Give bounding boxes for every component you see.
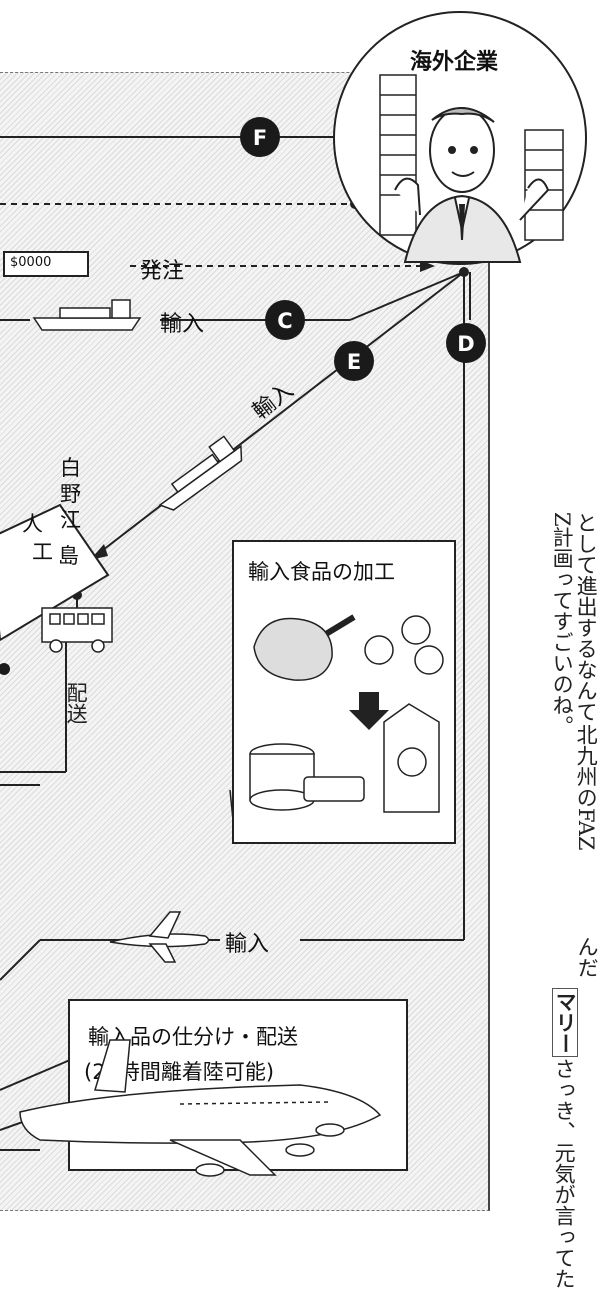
order-label: 発注 — [140, 259, 185, 284]
badge-c: C — [277, 309, 292, 333]
island-name-line3: 江 — [60, 508, 81, 532]
island-name-line5: 工 — [32, 540, 53, 564]
side-text-col4: んだ — [575, 936, 600, 978]
truck-icon — [41, 607, 113, 653]
delivery-label: 配送 — [64, 682, 89, 724]
cargo-ship-icon-2 — [158, 435, 243, 511]
meat-icon — [253, 614, 356, 681]
food-processing-box: 輸入食品の加工 — [232, 540, 456, 844]
artificial-island — [0, 503, 110, 642]
juice-carton-icon — [383, 703, 440, 813]
side-text-col1: Z計画ってすごいのね。 — [550, 512, 575, 737]
island-name-line2: 野 — [60, 482, 81, 506]
food-illustration — [249, 614, 444, 813]
badge-d: D — [457, 332, 474, 356]
jumbo-jet-icon — [19, 1039, 382, 1177]
badge-e: E — [347, 350, 361, 374]
island-name-line6: 島 — [58, 544, 79, 568]
import-label-c: 輸入 — [160, 312, 205, 337]
businessman-icon — [394, 107, 550, 263]
airplane-icon-small — [109, 911, 210, 963]
invoice-icon — [3, 251, 89, 277]
invoice-label: $0000 — [10, 255, 52, 270]
diagram-canvas: F C E D I 輸入 海外企業 $0000 発注 輸入 輸入 白 野 江 人… — [0, 11, 600, 1289]
canned-food-icon — [249, 743, 365, 811]
connection-lines: F C E D I 輸入 — [0, 11, 587, 1151]
speaker-label: マリー — [552, 988, 579, 1057]
company-title: 海外企業 — [410, 50, 499, 75]
side-text-col2: として進出するなんて — [574, 512, 599, 722]
line-e — [89, 271, 465, 561]
food-processing-title: 輸入食品の加工 — [248, 560, 395, 584]
side-text-col3: 北九州のFAZ — [574, 724, 599, 851]
orange-icon — [364, 615, 444, 675]
island-name-line4: 人 — [22, 512, 43, 536]
arrow-down-icon — [349, 692, 389, 730]
badge-f: F — [253, 126, 267, 150]
import-label-d: 輸入 — [225, 932, 270, 957]
side-text-col5: さっき、元気が言ってた — [552, 1058, 577, 1289]
cargo-ship-icon — [32, 299, 142, 331]
island-name-line1: 白 — [60, 456, 81, 480]
